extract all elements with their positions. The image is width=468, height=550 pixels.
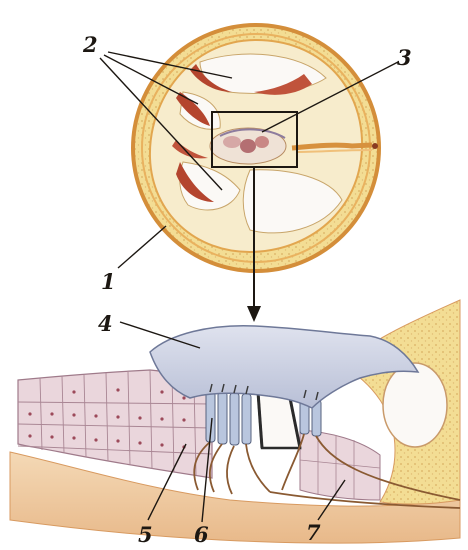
cochlea-cross-section <box>133 25 379 271</box>
spiral-ligament-space <box>383 363 447 447</box>
label-3: 3 <box>397 45 412 70</box>
auditory-nerve-top <box>292 145 372 148</box>
label-1: 1 <box>101 269 116 294</box>
organ-of-corti <box>10 300 460 543</box>
label-4: 4 <box>98 311 113 336</box>
label-7: 7 <box>306 520 321 545</box>
label-5: 5 <box>138 522 153 547</box>
label-6: 6 <box>194 522 209 547</box>
label-2: 2 <box>82 32 98 57</box>
